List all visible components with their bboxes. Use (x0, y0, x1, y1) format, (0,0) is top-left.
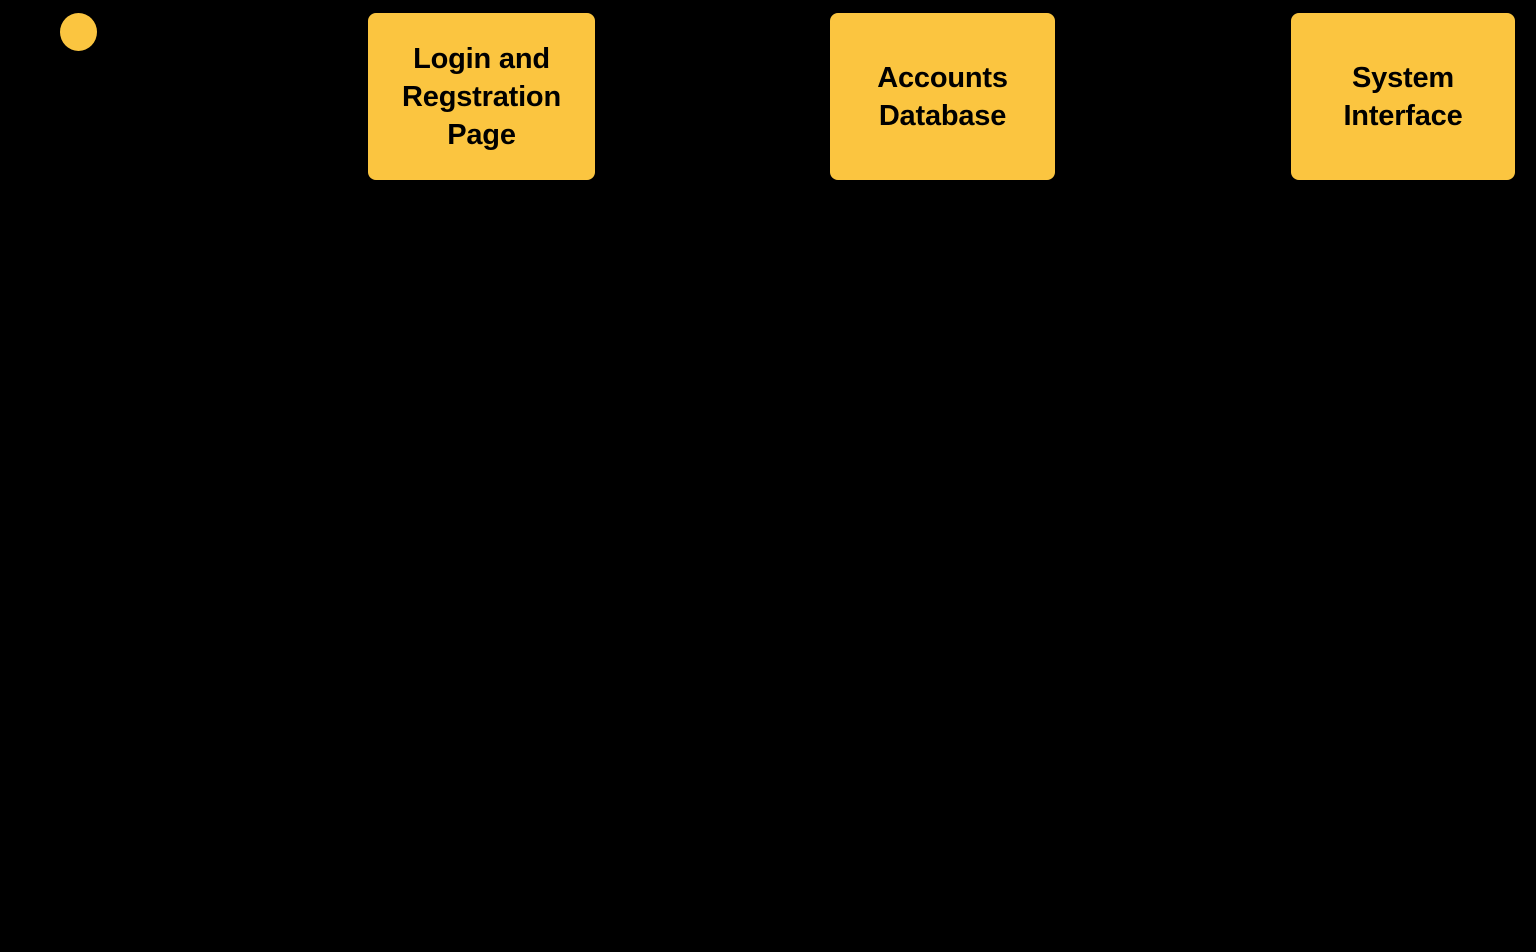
node-login-registration-page-label: Login and Regstration Page (402, 42, 561, 151)
node-accounts-database-label: Accounts Database (877, 61, 1008, 132)
actor-head-icon (60, 13, 97, 51)
node-system-interface[interactable]: System Interface (1291, 13, 1515, 180)
node-accounts-database[interactable]: Accounts Database (830, 13, 1055, 180)
node-login-registration-page[interactable]: Login and Regstration Page (368, 13, 595, 180)
node-system-interface-label: System Interface (1343, 61, 1463, 132)
